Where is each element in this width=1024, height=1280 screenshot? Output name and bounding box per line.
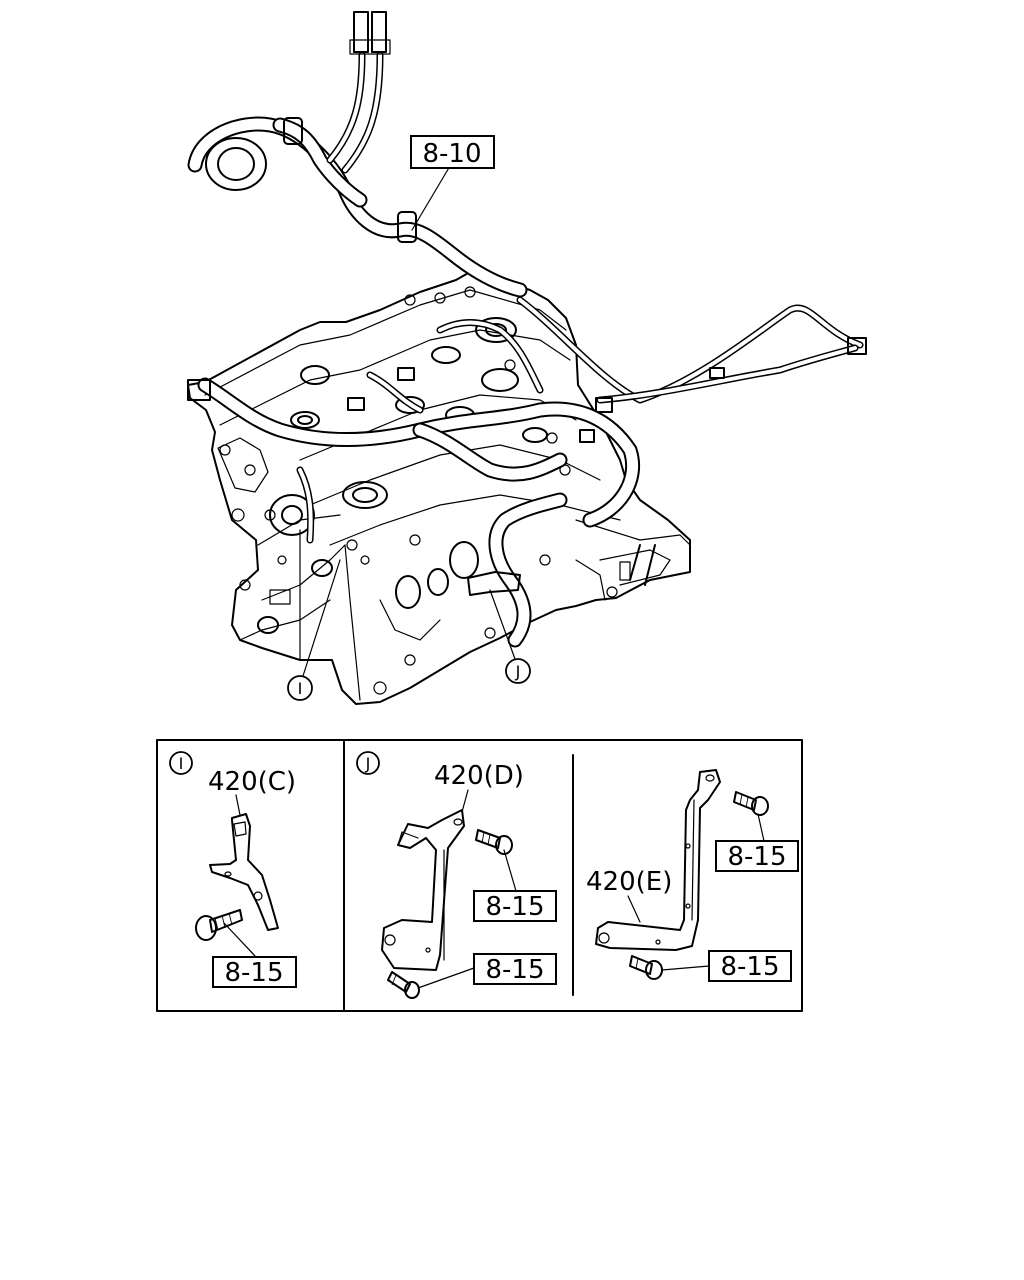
detail-i-title: I [179,754,184,773]
bolt-ref-e-lower: 8-15 [720,952,779,982]
part-420e-label: 420(E) [586,867,672,897]
bracket-420d [381,809,465,971]
engine-illustration [187,11,867,705]
bracket-420c [209,813,279,931]
engine-bolts [219,286,618,695]
harness-ref-label: 8-10 [422,139,481,169]
bolt-8-15-j-lower [387,971,420,999]
bracket-420e [595,769,721,951]
bolt-ref-j-lower: 8-15 [485,955,544,985]
detail-j-marker-label: J [515,662,521,681]
detail-panel [156,739,803,1012]
detail-j-title: J [365,754,371,773]
bolt-ref-j-upper: 8-15 [485,892,544,922]
bolt-ref-e-upper: 8-15 [727,842,786,872]
detail-i-marker: I [287,559,341,701]
top-connectors [326,11,391,174]
part-420d-label: 420(D) [434,761,524,791]
bolt-8-15-j-upper [475,829,513,855]
block-ports [257,541,479,641]
detail-frame [156,739,803,1012]
detail-i: I 420(C) 8-15 [169,751,297,988]
detail-j: J 420(D) 8-15 8-15 [356,751,557,999]
bolt-8-15-e-upper [733,791,769,816]
bolt-ref-i: 8-15 [224,958,283,988]
right-manifold [575,519,691,601]
main-harness [187,116,528,298]
detail-j-marker: J [489,589,531,684]
detail-i-marker-label: I [298,679,303,698]
detail-e: 420(E) 8-15 8-15 [586,769,799,982]
top-harness-loops [187,319,641,648]
part-420c-label: 420(C) [208,767,296,797]
bolt-8-15-i [195,909,243,941]
harness-callout: 8-10 [410,135,495,231]
bolt-8-15-e-lower [629,955,663,980]
right-harness [516,296,867,443]
